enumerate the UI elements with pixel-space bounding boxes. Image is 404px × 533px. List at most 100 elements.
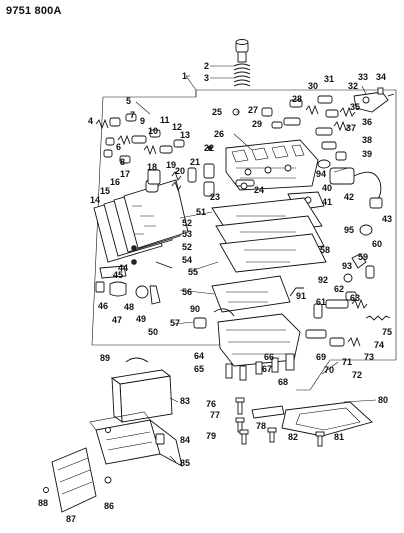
callout-23: 23 xyxy=(210,192,221,202)
callout-42: 42 xyxy=(344,192,355,202)
callout-68: 68 xyxy=(278,377,289,387)
callout-69: 69 xyxy=(316,352,327,362)
callout-25: 25 xyxy=(212,107,223,117)
callout-87: 87 xyxy=(66,514,77,524)
upper-valve-body xyxy=(225,139,319,191)
callout-28: 28 xyxy=(292,94,303,104)
callout-94: 94 xyxy=(316,169,327,179)
callout-14: 14 xyxy=(90,195,101,205)
callout-57: 57 xyxy=(170,318,181,328)
callout-11: 11 xyxy=(160,115,170,125)
callout-76: 76 xyxy=(206,399,217,409)
callout-36: 36 xyxy=(362,117,373,127)
callout-8: 8 xyxy=(120,157,126,167)
callout-39: 39 xyxy=(362,149,373,159)
callout-63: 63 xyxy=(350,293,361,303)
callout-22: 22 xyxy=(204,143,215,153)
callout-50: 50 xyxy=(148,327,159,337)
callout-74: 74 xyxy=(374,340,385,350)
callout-89: 89 xyxy=(100,353,111,363)
callout-66: 66 xyxy=(264,352,275,362)
leader-lines xyxy=(135,65,377,463)
callout-29: 29 xyxy=(252,119,263,129)
callout-51: 51 xyxy=(196,207,207,217)
callout-55: 55 xyxy=(188,267,199,277)
right-lower-valves xyxy=(305,253,391,348)
callout-82: 82 xyxy=(288,432,299,442)
middle-valves xyxy=(147,108,255,197)
assembly-boundary xyxy=(91,75,397,391)
callout-53: 53 xyxy=(182,229,193,239)
callout-58: 58 xyxy=(320,245,331,255)
callout-91: 91 xyxy=(296,291,307,301)
upper-right-valves xyxy=(261,95,356,161)
callout-16: 16 xyxy=(110,177,121,187)
callout-35: 35 xyxy=(350,102,361,112)
callout-15: 15 xyxy=(100,186,111,196)
callout-19: 19 xyxy=(166,160,177,170)
callout-27: 27 xyxy=(248,105,259,115)
callout-7: 7 xyxy=(130,110,136,120)
callout-54: 54 xyxy=(182,255,193,265)
callout-24: 24 xyxy=(254,185,265,195)
callout-78: 78 xyxy=(256,421,267,431)
callout-67: 67 xyxy=(262,364,273,374)
callout-59: 59 xyxy=(358,252,369,262)
callout-46: 46 xyxy=(98,301,109,311)
callout-62: 62 xyxy=(334,284,345,294)
callout-70: 70 xyxy=(324,365,335,375)
callout-47: 47 xyxy=(112,315,123,325)
callout-83: 83 xyxy=(180,396,191,406)
callout-48: 48 xyxy=(124,302,135,312)
callout-81: 81 xyxy=(334,432,345,442)
callout-5: 5 xyxy=(126,96,132,106)
callout-4: 4 xyxy=(88,116,94,126)
callout-12: 12 xyxy=(172,122,183,132)
left-valve-springs xyxy=(95,113,185,164)
transmission-control-unit xyxy=(89,369,183,467)
callout-56: 56 xyxy=(182,287,193,297)
callout-75: 75 xyxy=(382,327,393,337)
callout-44: 44 xyxy=(118,263,129,273)
callout-13: 13 xyxy=(180,130,191,140)
callout-61: 61 xyxy=(316,297,327,307)
callout-90: 90 xyxy=(190,304,201,314)
separator-plate-stack xyxy=(93,179,189,263)
protective-cover xyxy=(43,427,112,513)
lower-valve-body xyxy=(217,313,301,381)
callout-37: 37 xyxy=(346,123,357,133)
callout-95: 95 xyxy=(344,225,355,235)
callout-84: 84 xyxy=(180,435,191,445)
callout-38: 38 xyxy=(362,135,373,145)
callout-18: 18 xyxy=(147,162,158,172)
callout-71: 71 xyxy=(342,357,353,367)
mounting-bolts xyxy=(235,397,325,447)
callout-79: 79 xyxy=(206,431,217,441)
callout-30: 30 xyxy=(308,81,319,91)
callout-88: 88 xyxy=(38,498,49,508)
callout-9: 9 xyxy=(140,116,146,126)
callout-86: 86 xyxy=(104,501,115,511)
callout-21: 21 xyxy=(190,157,201,167)
small-detent-parts xyxy=(193,287,304,329)
callout-65: 65 xyxy=(194,364,205,374)
callout-6: 6 xyxy=(116,142,122,152)
callout-73: 73 xyxy=(364,352,375,362)
left-lower-parts xyxy=(95,245,173,305)
callout-93: 93 xyxy=(342,261,353,271)
separator-plates-center xyxy=(211,197,327,313)
snap-ring xyxy=(125,357,149,363)
callout-1: 1 xyxy=(182,71,188,81)
callout-52b: 52 xyxy=(182,242,193,252)
callout-92: 92 xyxy=(318,275,329,285)
diagram-reference-number: 9751 800A xyxy=(6,5,62,17)
callout-49: 49 xyxy=(136,314,147,324)
callout-17: 17 xyxy=(120,169,131,179)
callout-2: 2 xyxy=(204,61,210,71)
callout-41: 41 xyxy=(322,197,333,207)
callout-40: 40 xyxy=(322,183,333,193)
oil-filter xyxy=(281,401,373,437)
callout-32: 32 xyxy=(348,81,359,91)
